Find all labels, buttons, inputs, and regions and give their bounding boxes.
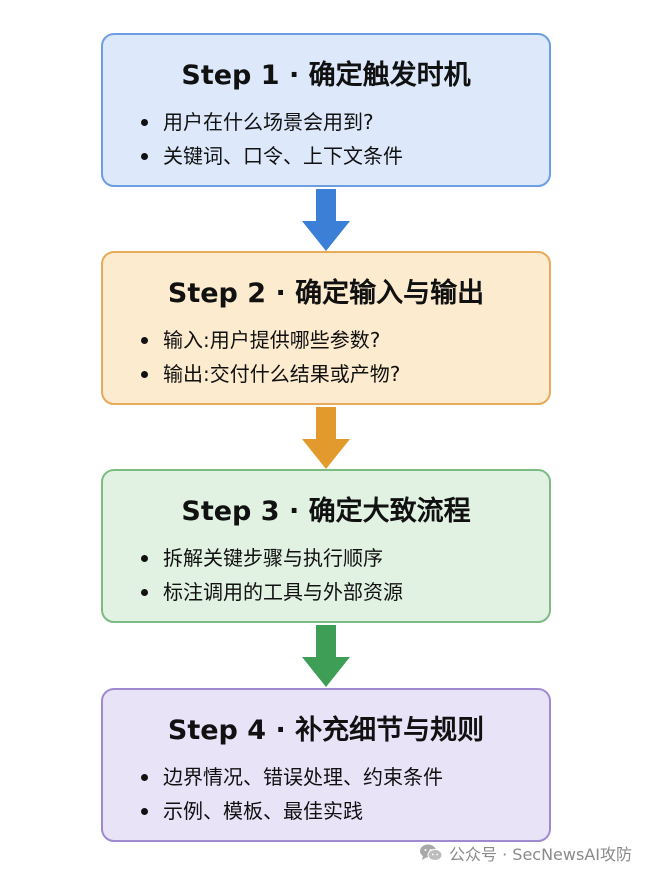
list-item: 标注调用的工具与外部资源 — [141, 575, 539, 609]
step-1-item-1: 用户在什么场景会用到? — [163, 110, 374, 134]
step-4-item-2: 示例、模板、最佳实践 — [163, 799, 363, 823]
arrow-2-shape — [302, 407, 350, 469]
bullet-icon — [141, 808, 148, 815]
step-3-item-1: 拆解关键步骤与执行顺序 — [163, 546, 383, 570]
step-4-title: Step 4 · 补充细节与规则 — [167, 715, 485, 746]
step-2-box: Step 2 · 确定输入与输出 输入:用户提供哪些参数? 输出:交付什么结果或… — [101, 251, 551, 405]
bullet-icon — [141, 774, 148, 781]
watermark: 公众号 · SecNewsAI攻防 — [419, 841, 632, 865]
step-2-title: Step 2 · 确定输入与输出 — [167, 278, 485, 309]
bullet-icon — [141, 153, 148, 160]
step-3-title: Step 3 · 确定大致流程 — [181, 496, 471, 527]
list-item: 边界情况、错误处理、约束条件 — [141, 760, 539, 794]
step-1-box: Step 1 · 确定触发时机 用户在什么场景会用到? 关键词、口令、上下文条件 — [101, 33, 551, 187]
wechat-icon — [420, 844, 443, 861]
step-2-item-1: 输入:用户提供哪些参数? — [163, 328, 381, 352]
list-item: 用户在什么场景会用到? — [141, 105, 539, 139]
bullet-icon — [141, 119, 148, 126]
step-3-items: 拆解关键步骤与执行顺序 标注调用的工具与外部资源 — [141, 541, 539, 609]
list-item: 关键词、口令、上下文条件 — [141, 139, 539, 173]
step-2-items: 输入:用户提供哪些参数? 输出:交付什么结果或产物? — [141, 323, 539, 391]
list-item: 拆解关键步骤与执行顺序 — [141, 541, 539, 575]
step-4-box: Step 4 · 补充细节与规则 边界情况、错误处理、约束条件 示例、模板、最佳… — [101, 688, 551, 842]
arrow-3-shape — [302, 625, 350, 687]
bullet-icon — [141, 589, 148, 596]
watermark-text: 公众号 · SecNewsAI攻防 — [449, 845, 632, 864]
step-2-item-2: 输出:交付什么结果或产物? — [163, 362, 401, 386]
down-arrow-icon — [302, 407, 350, 469]
bullet-icon — [141, 337, 148, 344]
step-3-box: Step 3 · 确定大致流程 拆解关键步骤与执行顺序 标注调用的工具与外部资源 — [101, 469, 551, 623]
step-1-title: Step 1 · 确定触发时机 — [181, 60, 471, 91]
step-1-item-2: 关键词、口令、上下文条件 — [163, 144, 403, 168]
bullet-icon — [141, 555, 148, 562]
step-4-item-1: 边界情况、错误处理、约束条件 — [163, 765, 443, 789]
down-arrow-icon — [302, 189, 350, 251]
arrow-1-shape — [302, 189, 350, 251]
list-item: 输入:用户提供哪些参数? — [141, 323, 539, 357]
list-item: 输出:交付什么结果或产物? — [141, 357, 539, 391]
step-3-item-2: 标注调用的工具与外部资源 — [163, 580, 403, 604]
step-4-items: 边界情况、错误处理、约束条件 示例、模板、最佳实践 — [141, 760, 539, 828]
step-1-items: 用户在什么场景会用到? 关键词、口令、上下文条件 — [141, 105, 539, 173]
list-item: 示例、模板、最佳实践 — [141, 794, 539, 828]
bullet-icon — [141, 371, 148, 378]
down-arrow-icon — [302, 625, 350, 687]
